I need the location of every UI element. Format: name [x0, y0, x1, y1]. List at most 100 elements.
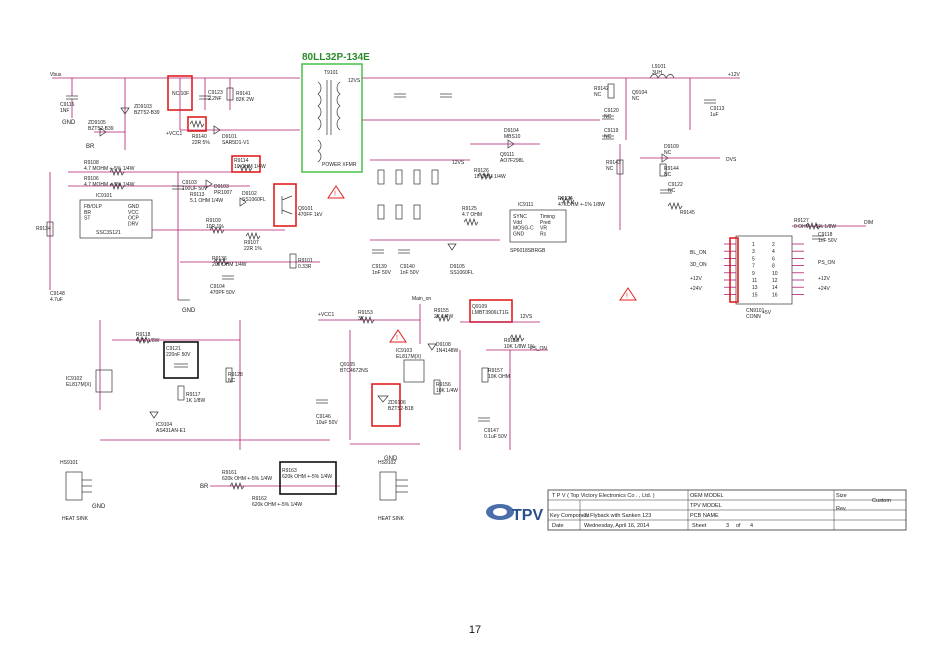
tb-oem-label: OEM MODEL [690, 493, 724, 499]
warning-icon-2 [389, 329, 407, 343]
br-label-2: BR [200, 484, 209, 490]
heat-sink-label-1: HEAT SINK [62, 516, 89, 522]
hs1-label: HS9101 [60, 460, 78, 466]
tb-key-value: 3. Flyback with Sanken 123 [584, 513, 651, 519]
v24-right-label: +24V [818, 286, 830, 292]
svg-text:!: ! [396, 335, 398, 342]
ic9101-label: IC9101 [96, 193, 112, 199]
connector-pin-14: 14 [772, 285, 778, 291]
v12-left-label: +12V [690, 276, 702, 282]
v12s-label-2: 12VS [452, 160, 465, 166]
heat-sink-label-2: HEAT SINK [378, 516, 405, 522]
tb-sheet-value: 3 [726, 523, 729, 529]
ps-on-label-2: PS_ON [530, 346, 547, 352]
highlight-zd9106 [371, 383, 401, 427]
r9145-label: R9145 [680, 210, 695, 216]
hs2-label: HS9102 [378, 460, 396, 466]
warning-icon-3 [619, 287, 637, 301]
tb-key-label: Key Component [550, 513, 590, 519]
tb-company: T P V ( Top Victory Electronics Co . , L… [552, 493, 655, 499]
br-label-1: BR [86, 144, 95, 150]
tb-of-label: of [736, 523, 741, 529]
highlight-cn9101 [729, 237, 739, 303]
connector-pin-2: 2 [772, 242, 775, 248]
highlight-c9121 [163, 341, 199, 379]
main-on-label: Main_on [412, 296, 431, 302]
highlight-transformer [301, 63, 363, 173]
tb-sheet-label: Sheet [692, 523, 707, 529]
ic9101-part: SSC3S121 [96, 230, 121, 236]
highlight-r9163 [279, 461, 337, 495]
tb-date-value: Wednesday, April 16, 2014 [584, 523, 649, 529]
page-number: 17 [468, 624, 482, 636]
ic9111-body [509, 209, 567, 243]
v12s-label-3: 12VS [520, 314, 533, 320]
connector-pin-9: 9 [752, 271, 755, 277]
ic9111-part: SP6018SBRGB [510, 248, 546, 254]
connector-pin-5: 5 [752, 256, 755, 262]
ps-on-label-1: PS_ON [818, 260, 835, 266]
connector-pin-3: 3 [752, 249, 755, 255]
v24-left-label: +24V [690, 286, 702, 292]
tb-pcb-label: PCB NAME [690, 513, 719, 519]
connector-pin-1: 1 [752, 242, 755, 248]
out-12v-label: +12V [728, 72, 740, 78]
tpv-logo-text: TPV [512, 507, 543, 524]
connector-pin-7: 7 [752, 264, 755, 270]
connector-pin-8: 8 [772, 264, 775, 270]
highlight-r9140 [187, 116, 207, 132]
gnd-label-2: GND [182, 308, 196, 314]
tb-date-label: Date [552, 523, 564, 529]
t9101-name: POWER XFMR [322, 162, 357, 168]
connector-pin-16: 16 [772, 292, 778, 298]
tb-rev-label: Rev [836, 506, 846, 512]
connector-pin-10: 10 [772, 271, 778, 277]
vcc1-label-2: +VCC1 [318, 312, 334, 318]
v12s-label-1: 12VS [348, 78, 361, 84]
